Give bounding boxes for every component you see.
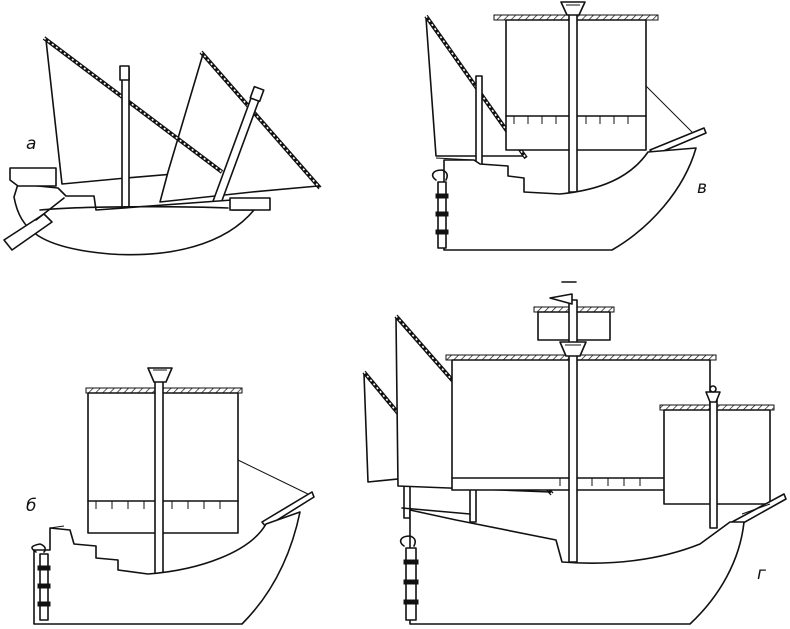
ship-g-crows-nest: [559, 341, 587, 357]
label-g: г: [757, 564, 766, 584]
ship-g-hull: [409, 509, 745, 625]
label-a: а: [26, 134, 37, 154]
ship-v: [424, 1, 707, 251]
ship-a-mizzen-sail: [159, 53, 319, 203]
ship-b-mast: [154, 379, 164, 576]
ship-v-crows-nest: [560, 1, 586, 16]
ship-v-hull: [443, 147, 697, 251]
ship-a-main-mast: [121, 67, 130, 215]
ship-g-fore-mast: [709, 397, 718, 529]
ship-g-rudder: [399, 535, 419, 621]
ship-v-main-mast: [568, 13, 578, 193]
label-v: в: [697, 178, 708, 198]
ship-v-reef-points: [513, 116, 629, 124]
ship-b-rudder: [37, 553, 51, 621]
ship-g-main-yard: [445, 354, 717, 361]
label-b: б: [26, 496, 37, 516]
ship-g: [362, 281, 787, 625]
ship-g-flag: [549, 293, 573, 305]
ship-b-hull: [33, 511, 301, 625]
ship-b-reef-points: [95, 501, 221, 509]
ship-b: [31, 367, 315, 625]
ship-v-mizzen-mast: [475, 75, 483, 173]
ship-g-main-mast: [568, 299, 578, 563]
ship-b-crows-nest: [147, 367, 173, 383]
ship-b-yard: [85, 387, 243, 394]
ship-a: [3, 36, 322, 256]
ship-v-rudder: [431, 169, 449, 249]
